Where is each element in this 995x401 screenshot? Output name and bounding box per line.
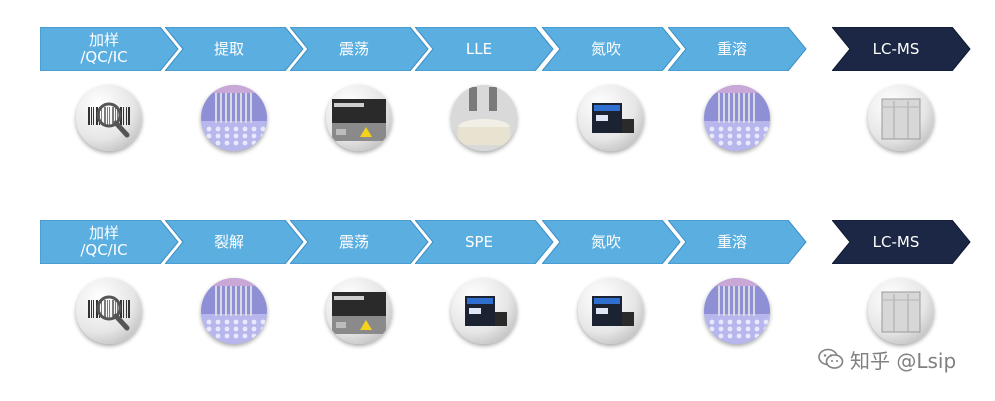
chevron-arrow: 震荡 bbox=[290, 27, 430, 71]
chevron-arrow: LC-MS bbox=[832, 220, 972, 264]
chevron-shape bbox=[290, 220, 429, 264]
step-label: LC-MS bbox=[872, 39, 920, 58]
lc-ms-instrument-icon bbox=[868, 85, 934, 151]
step-label: SPE bbox=[464, 232, 494, 251]
mpe-device-icon bbox=[451, 278, 517, 344]
chevron-shape bbox=[542, 27, 681, 71]
chevron-shape bbox=[542, 220, 681, 264]
pipette-plate-icon bbox=[201, 278, 267, 344]
workflow-row-lle: 加样 /QC/IC 提取 震荡 LLE 氮吹 重溶 LC-MS bbox=[0, 27, 995, 157]
chevron-arrow: 震荡 bbox=[290, 220, 430, 264]
step-label: 提取 bbox=[213, 39, 244, 58]
chevron-shape bbox=[668, 27, 807, 71]
chevron-shape bbox=[415, 220, 554, 264]
step-0-4: 氮吹 bbox=[542, 27, 682, 157]
lc-ms-instrument-icon bbox=[868, 278, 934, 344]
step-0-6: LC-MS bbox=[832, 27, 972, 157]
step-0-5: 重溶 bbox=[668, 27, 808, 157]
pipette-plate-icon bbox=[201, 85, 267, 151]
chevron-shape bbox=[668, 220, 807, 264]
step-label: 重溶 bbox=[716, 39, 747, 58]
chevron-arrow: 氮吹 bbox=[542, 220, 682, 264]
chevron-shape bbox=[415, 27, 554, 71]
chevron-arrow: SPE bbox=[415, 220, 555, 264]
barcode-magnifier-icon bbox=[76, 85, 142, 151]
chevron-shape bbox=[832, 220, 971, 264]
step-label: 震荡 bbox=[338, 232, 369, 251]
chevron-shape bbox=[165, 27, 304, 71]
step-1-5: 重溶 bbox=[668, 220, 808, 350]
shaker-device-icon bbox=[326, 85, 392, 151]
chevron-shape bbox=[165, 220, 304, 264]
wechat-icon bbox=[818, 348, 844, 369]
step-0-3: LLE bbox=[415, 27, 555, 157]
chevron-shape bbox=[290, 27, 429, 71]
barcode-magnifier-icon bbox=[76, 278, 142, 344]
pipette-plate-icon bbox=[704, 85, 770, 151]
step-label: 加样 /QC/IC bbox=[80, 31, 128, 66]
step-1-4: 氮吹 bbox=[542, 220, 682, 350]
step-0-1: 提取 bbox=[165, 27, 305, 157]
lle-instrument-icon bbox=[451, 85, 517, 151]
step-label: 氮吹 bbox=[590, 39, 621, 58]
chevron-arrow: LC-MS bbox=[832, 27, 972, 71]
step-label: LLE bbox=[465, 39, 493, 58]
step-1-1: 裂解 bbox=[165, 220, 305, 350]
chevron-arrow: 裂解 bbox=[165, 220, 305, 264]
mpe-device-icon bbox=[578, 85, 644, 151]
chevron-arrow: 加样 /QC/IC bbox=[40, 27, 180, 71]
shaker-device-icon bbox=[326, 278, 392, 344]
step-label: LC-MS bbox=[872, 232, 920, 251]
pipette-plate-icon bbox=[704, 278, 770, 344]
chevron-arrow: 氮吹 bbox=[542, 27, 682, 71]
step-label: 加样 /QC/IC bbox=[80, 224, 128, 259]
step-1-6: LC-MS bbox=[832, 220, 972, 350]
chevron-arrow: LLE bbox=[415, 27, 555, 71]
step-1-3: SPE bbox=[415, 220, 555, 350]
mpe-device-icon bbox=[578, 278, 644, 344]
workflow-row-spe: 加样 /QC/IC 裂解 震荡 SPE 氮吹 重溶 LC-MS bbox=[0, 220, 995, 350]
chevron-arrow: 重溶 bbox=[668, 27, 808, 71]
watermark-text: 知乎 @Lsip bbox=[850, 348, 957, 373]
chevron-shape bbox=[832, 27, 971, 71]
chevron-arrow: 提取 bbox=[165, 27, 305, 71]
chevron-arrow: 重溶 bbox=[668, 220, 808, 264]
chevron-arrow: 加样 /QC/IC bbox=[40, 220, 180, 264]
watermark: 知乎 @Lsip bbox=[818, 344, 956, 374]
step-1-0: 加样 /QC/IC bbox=[40, 220, 180, 350]
chevron-shape bbox=[40, 220, 179, 264]
step-label: 震荡 bbox=[338, 39, 369, 58]
step-label: 裂解 bbox=[213, 232, 244, 251]
step-label: 重溶 bbox=[716, 232, 747, 251]
step-label: 氮吹 bbox=[590, 232, 621, 251]
chevron-shape bbox=[40, 27, 179, 71]
step-1-2: 震荡 bbox=[290, 220, 430, 350]
step-0-2: 震荡 bbox=[290, 27, 430, 157]
step-0-0: 加样 /QC/IC bbox=[40, 27, 180, 157]
